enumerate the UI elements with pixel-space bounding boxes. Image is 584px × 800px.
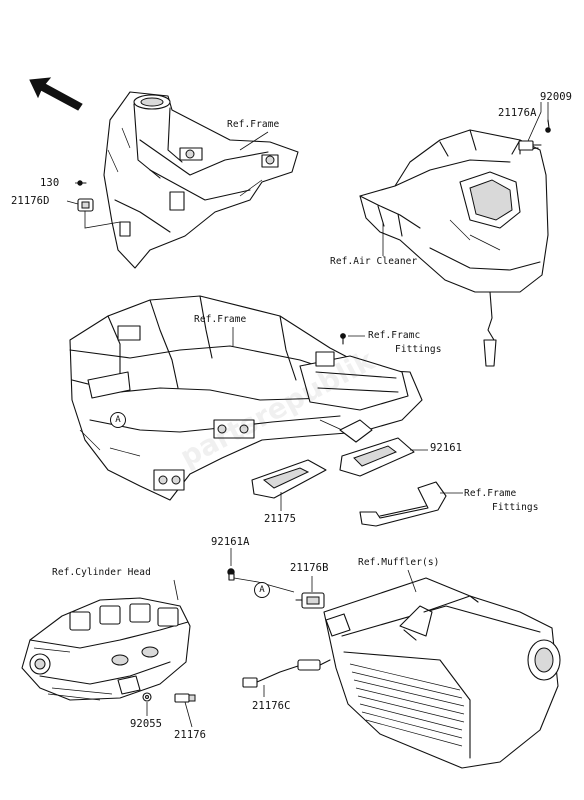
label-21176C: 21176C xyxy=(252,700,291,712)
part-92055-washer xyxy=(142,692,152,702)
circle-a-marker-1: A xyxy=(110,412,126,428)
muffler xyxy=(323,577,561,769)
part-21175-bracket xyxy=(251,459,327,499)
part-92161-insert xyxy=(339,437,415,477)
ref-air-cleaner: Ref.Air Cleaner xyxy=(330,256,418,267)
part-92161A-bolt xyxy=(227,568,295,593)
label-21176D: 21176D xyxy=(11,195,50,207)
ref-cylinder-head: Ref.Cylinder Head xyxy=(52,567,151,578)
ref-frame-top: Ref.Frame xyxy=(227,119,280,130)
ref-muffler: Ref.Muffler(s) xyxy=(358,557,440,568)
main-frame xyxy=(69,295,423,501)
part-21176B-sensor xyxy=(295,592,325,609)
circle-a-label-2: A xyxy=(259,585,265,595)
front-direction-arrow-icon xyxy=(29,77,83,111)
label-92161: 92161 xyxy=(430,442,463,454)
part-21176D-sensor xyxy=(77,198,121,229)
part-21176C-sensor xyxy=(242,659,331,688)
part-130-bolt xyxy=(77,180,87,186)
ref-frame-fittings-1-line1: Ref.Framc xyxy=(368,330,421,341)
circle-a-label-1: A xyxy=(115,415,121,425)
label-21176B: 21176B xyxy=(290,562,329,574)
frame-fittings-lower xyxy=(359,481,447,527)
ref-frame-fittings-2-line2: Fittings xyxy=(492,502,539,513)
label-130: 130 xyxy=(40,177,60,189)
label-92009: 92009 xyxy=(540,91,573,103)
label-92055: 92055 xyxy=(130,718,163,730)
air-cleaner-housing xyxy=(359,129,549,367)
ref-frame-fittings-2-line1: Ref.Frame xyxy=(464,488,517,499)
ref-frame-fittings-1-line2: Fittings xyxy=(395,344,442,355)
label-92161A: 92161A xyxy=(211,536,250,548)
part-21176-sensor xyxy=(174,693,196,703)
label-21175: 21175 xyxy=(264,513,297,525)
cylinder-head xyxy=(21,597,191,701)
label-21176A: 21176A xyxy=(498,107,537,119)
label-21176: 21176 xyxy=(174,729,207,741)
frame-head-assembly xyxy=(103,91,299,269)
circle-a-marker-2: A xyxy=(254,582,270,598)
part-21176A-sensor xyxy=(518,140,542,151)
frame-fittings-bolt xyxy=(340,333,346,345)
ref-frame-mid: Ref.Frame xyxy=(194,314,247,325)
leader-lines xyxy=(66,102,549,728)
